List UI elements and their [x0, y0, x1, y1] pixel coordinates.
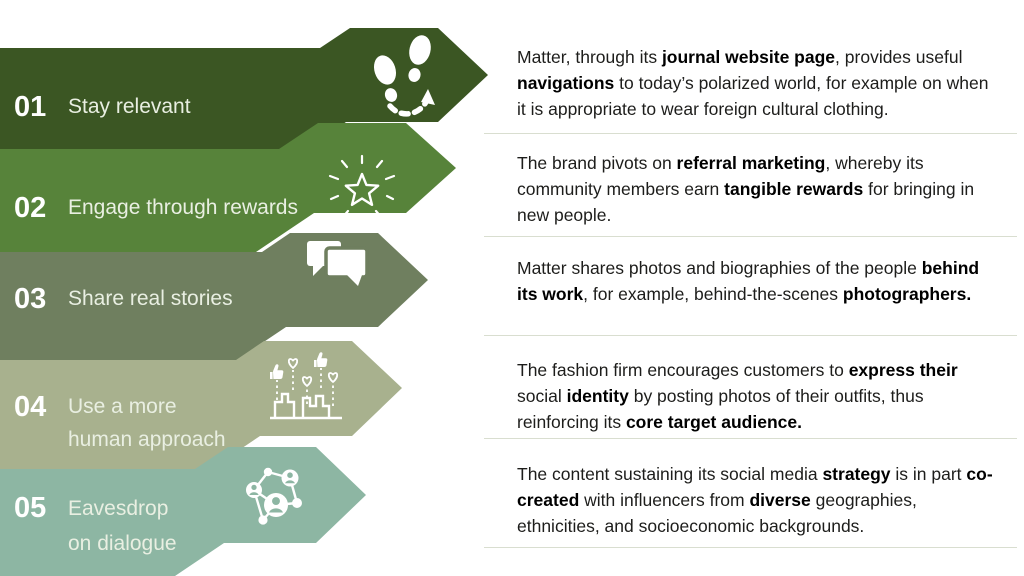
body-text: , for example, behind-the-scenes — [583, 284, 843, 304]
step-label-line: Use a more — [68, 395, 177, 418]
step-label-line: Stay relevant — [68, 95, 191, 118]
emphasis-text: co-created — [517, 464, 993, 510]
footsteps-icon — [362, 28, 446, 123]
emphasis-text: journal website page — [661, 47, 836, 67]
step-number: 01 — [14, 91, 47, 123]
emphasis-text: express their — [848, 360, 958, 380]
body-text: , whereby its community members earn — [517, 153, 924, 199]
step-label: Share real stories — [68, 282, 233, 316]
emphasis-text: referral marketing — [676, 153, 826, 173]
step-number: 04 — [14, 391, 47, 423]
emphasis-text: behind its work — [517, 258, 980, 304]
speech-bubbles-icon — [305, 236, 371, 293]
process-step-row: 02 Engage through rewards — [14, 191, 298, 225]
section-divider — [484, 133, 1017, 134]
arrow-banner-shape — [0, 28, 488, 149]
section-divider — [484, 547, 1017, 548]
step-label-line: Eavesdrop — [68, 497, 169, 520]
body-text: by posting photos of their outfits, thus… — [517, 386, 924, 432]
step-label: Use a more human approach — [68, 390, 226, 456]
emphasis-text: photographers. — [842, 284, 972, 304]
description-paragraph: Matter shares photos and biographies of … — [517, 255, 995, 307]
section-divider — [484, 335, 1017, 336]
star-sparkle-icon — [326, 151, 398, 228]
emphasis-text: navigations — [517, 73, 615, 93]
body-text: is in part — [890, 464, 967, 484]
engagement-chart-icon — [267, 352, 345, 429]
process-step-row: 05 Eavesdrop on dialogue — [14, 491, 177, 561]
description-paragraph: The fashion firm encourages customers to… — [517, 357, 995, 435]
description-paragraph: The brand pivots on referral marketing, … — [517, 150, 995, 228]
step-label-line: on dialogue — [68, 532, 177, 555]
arrow-banner-shape — [0, 123, 456, 252]
step-label-line: Engage through rewards — [68, 196, 298, 219]
step-label: Eavesdrop on dialogue — [68, 491, 177, 561]
step-number: 03 — [14, 283, 47, 315]
step-label: Engage through rewards — [68, 191, 298, 225]
body-text: , provides useful — [835, 47, 963, 67]
step-number: 02 — [14, 192, 47, 224]
body-text: The brand pivots on — [517, 153, 677, 173]
process-step-row: 03 Share real stories — [14, 282, 233, 316]
body-text: with influencers from — [579, 490, 750, 510]
description-paragraph: Matter, through its journal website page… — [517, 44, 995, 122]
emphasis-text: strategy — [822, 464, 891, 484]
body-text: to today’s polarized world, for example … — [517, 73, 989, 119]
body-text: Matter shares photos and biographies of … — [517, 258, 922, 278]
body-text: The fashion firm encourages customers to — [517, 360, 849, 380]
process-step-row: 04 Use a more human approach — [14, 390, 226, 456]
step-label-line: Share real stories — [68, 287, 233, 310]
step-label: Stay relevant — [68, 90, 191, 124]
body-text: geographies, ethnicities, and socioecono… — [517, 490, 917, 536]
emphasis-text: diverse — [749, 490, 811, 510]
emphasis-text: tangible rewards — [724, 179, 864, 199]
description-paragraph: The content sustaining its social media … — [517, 461, 995, 539]
arrow-banner-shape — [0, 341, 402, 469]
emphasis-text: identity — [566, 386, 629, 406]
people-network-icon — [240, 462, 312, 535]
arrow-banner-shape — [0, 447, 366, 576]
step-label-line: human approach — [68, 428, 226, 451]
body-text: social — [517, 386, 567, 406]
body-text: for bringing in new people. — [517, 179, 975, 225]
process-step-row: 01 Stay relevant — [14, 90, 191, 124]
body-text: The content sustaining its social media — [517, 464, 823, 484]
section-divider — [484, 236, 1017, 237]
step-number: 05 — [14, 492, 47, 524]
section-divider — [484, 438, 1017, 439]
emphasis-text: core target audience. — [625, 412, 802, 432]
body-text: Matter, through its — [517, 47, 662, 67]
